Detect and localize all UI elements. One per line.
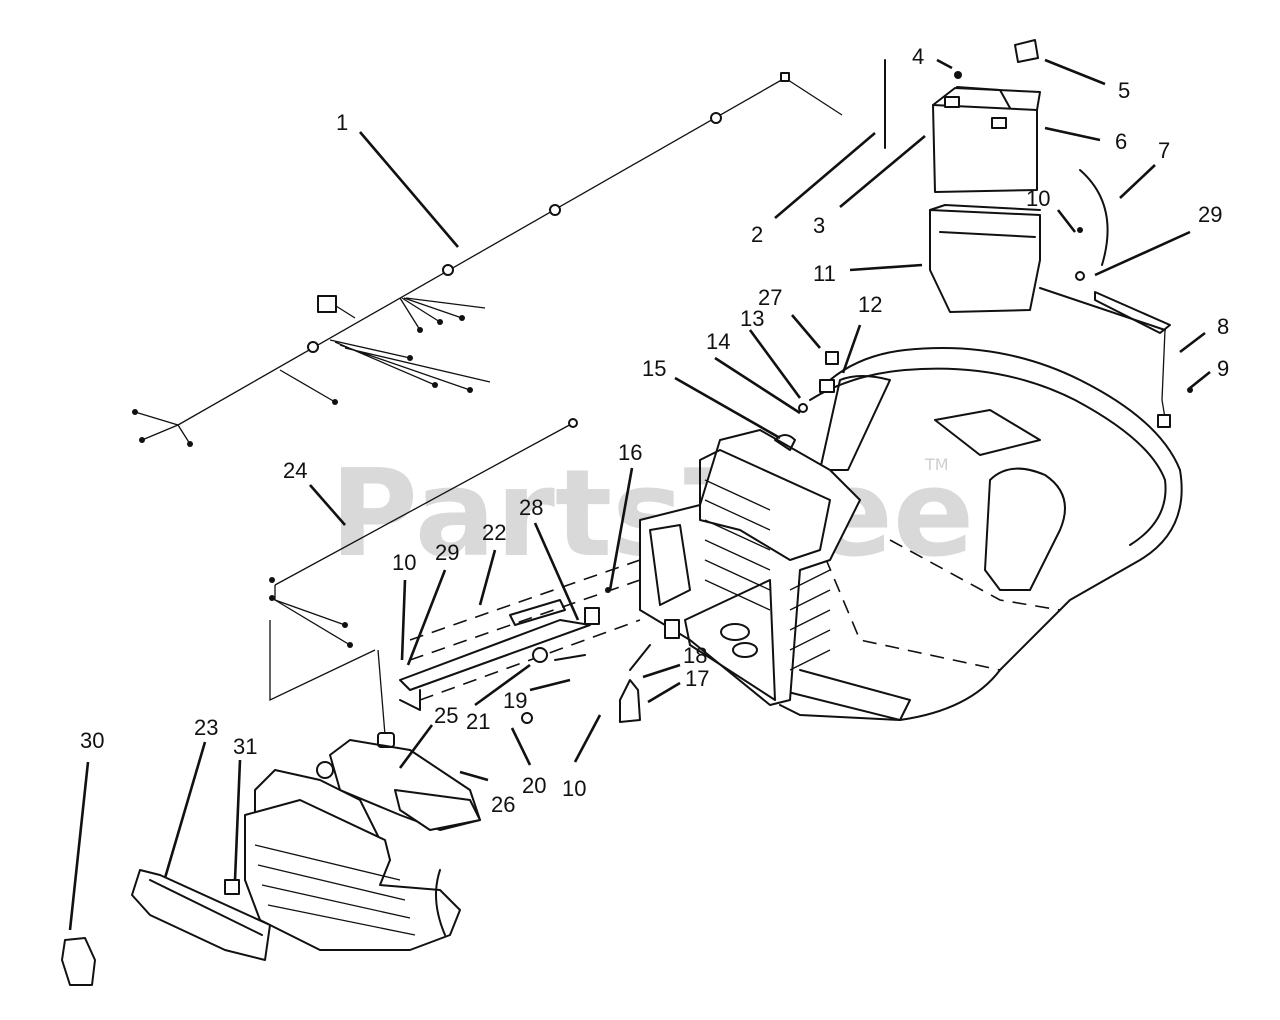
callout-22: 22 xyxy=(482,520,506,545)
callout-19: 19 xyxy=(503,688,527,713)
callout-29-b: 29 xyxy=(435,540,459,565)
callout-24: 24 xyxy=(283,458,307,483)
callout-10-c: 10 xyxy=(562,776,586,801)
callout-13: 13 xyxy=(740,306,764,331)
callout-8: 8 xyxy=(1217,314,1229,339)
callout-20: 20 xyxy=(522,773,546,798)
callout-3: 3 xyxy=(813,213,825,238)
callout-15: 15 xyxy=(642,356,666,381)
callout-30: 30 xyxy=(80,728,104,753)
callout-9: 9 xyxy=(1217,356,1229,381)
callout-5: 5 xyxy=(1118,78,1130,103)
callout-21: 21 xyxy=(466,709,490,734)
battery-assembly xyxy=(884,39,1193,428)
callout-18: 18 xyxy=(683,643,707,668)
callout-17: 17 xyxy=(685,666,709,691)
dash-panel xyxy=(639,351,861,706)
callout-26: 26 xyxy=(491,792,515,817)
callout-10-a: 10 xyxy=(1026,186,1050,211)
callout-11: 11 xyxy=(813,261,836,286)
callout-1: 1 xyxy=(336,110,348,135)
callout-12: 12 xyxy=(858,292,882,317)
callout-6: 6 xyxy=(1115,129,1127,154)
wiring-harness xyxy=(132,72,843,447)
front-frame xyxy=(399,559,651,724)
callout-10-b: 10 xyxy=(392,550,416,575)
callout-31: 31 xyxy=(233,734,257,759)
lower-harness xyxy=(269,418,578,748)
callout-4: 4 xyxy=(912,44,924,69)
callout-16: 16 xyxy=(618,440,642,465)
callout-23: 23 xyxy=(194,715,218,740)
fender-body xyxy=(779,347,1183,721)
callout-25: 25 xyxy=(434,703,458,728)
callout-28: 28 xyxy=(519,495,543,520)
callout-27: 27 xyxy=(758,285,782,310)
callout-2: 2 xyxy=(751,222,763,247)
callout-labels: 1 2 3 4 5 6 7 8 9 10 10 10 11 12 13 14 1… xyxy=(80,44,1229,817)
callout-7: 7 xyxy=(1158,138,1170,163)
grille-hood xyxy=(61,739,481,986)
leader-lines xyxy=(68,58,1211,931)
watermark-trademark: TM xyxy=(924,455,949,474)
callout-14: 14 xyxy=(706,329,730,354)
callout-29-a: 29 xyxy=(1198,202,1222,227)
